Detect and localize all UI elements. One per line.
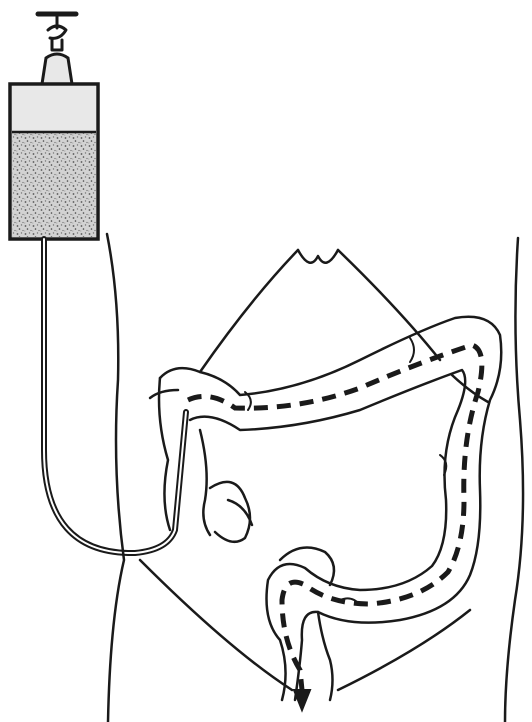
hanging-hook <box>38 14 76 50</box>
large-intestine <box>159 317 501 700</box>
enema-bag <box>10 54 98 239</box>
flow-path-dashed <box>188 345 482 690</box>
flow-direction-arrow <box>294 690 310 710</box>
torso-outline <box>107 234 523 722</box>
